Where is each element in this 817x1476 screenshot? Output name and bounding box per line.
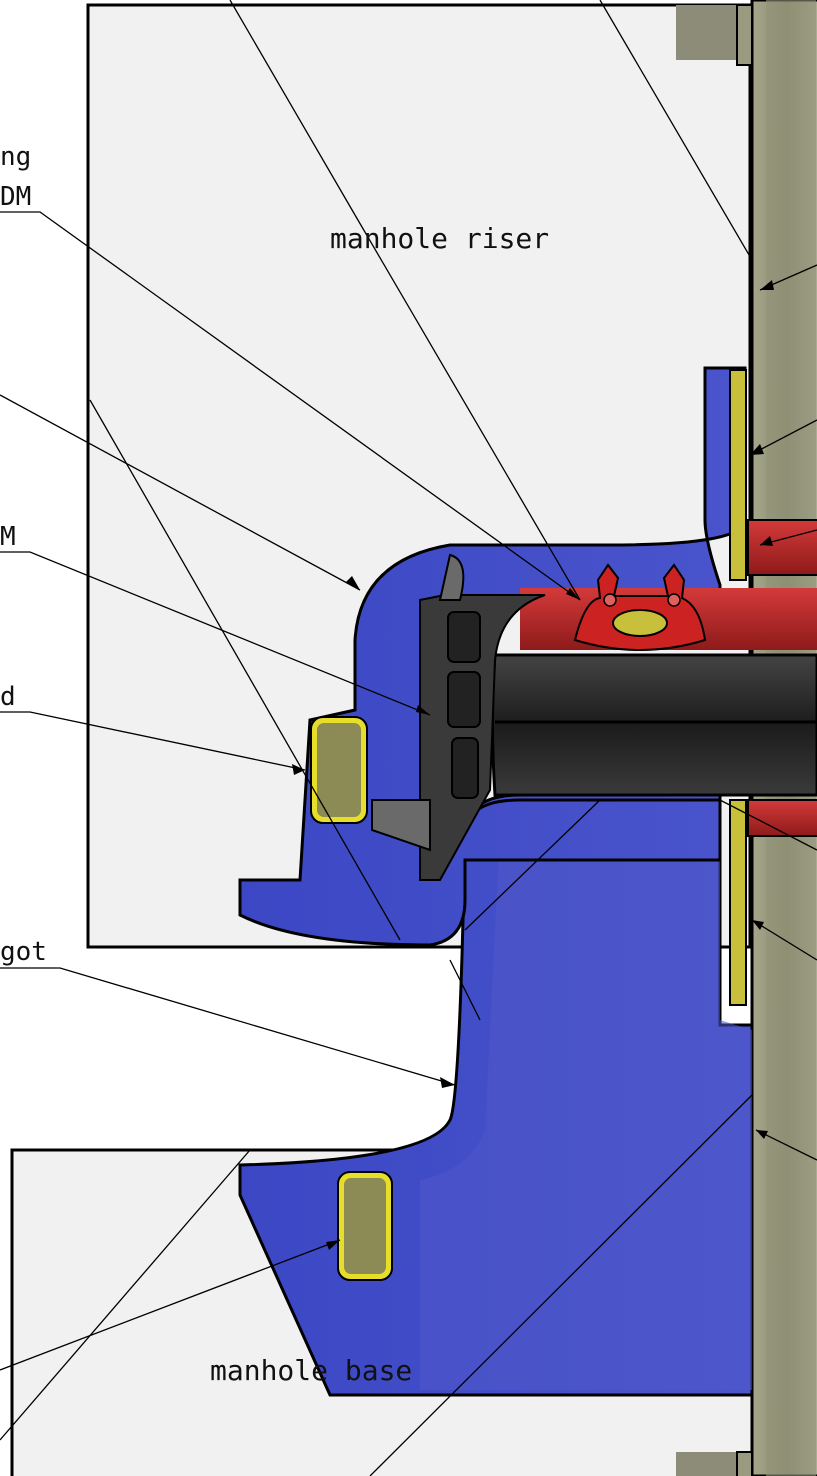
rebar-upper bbox=[311, 717, 367, 823]
red-washer-lower bbox=[747, 799, 817, 837]
rebar-lower-outline bbox=[337, 1171, 393, 1281]
gasket-slot-2 bbox=[447, 671, 481, 728]
pipe-wall-strip bbox=[736, 4, 753, 66]
label-top-left-1: ng bbox=[0, 142, 31, 172]
gasket-body bbox=[419, 594, 546, 881]
label-mid-left-2: d bbox=[0, 682, 16, 712]
gasket-slot-3 bbox=[451, 737, 479, 799]
red-seal-profile bbox=[573, 563, 707, 651]
label-top-left-2: DM bbox=[0, 182, 31, 212]
rebar-lower bbox=[338, 1172, 392, 1280]
rebar-upper-outline bbox=[310, 716, 368, 824]
pipe-wall-strip-bottom bbox=[736, 1451, 753, 1476]
gasket-lip bbox=[371, 799, 431, 852]
red-seal-hole-left bbox=[603, 593, 617, 607]
label-mid-left-1: M bbox=[0, 522, 16, 552]
label-manhole-riser: manhole riser bbox=[330, 222, 549, 255]
yellow-insert-lower bbox=[729, 799, 747, 1006]
red-seal-hole-right bbox=[667, 593, 681, 607]
top-grey-block bbox=[676, 5, 738, 60]
red-seal-core bbox=[612, 609, 668, 637]
gasket-fin bbox=[438, 553, 465, 601]
gasket-slot-1 bbox=[447, 611, 481, 663]
arrow-heads bbox=[292, 280, 774, 1250]
red-washer-upper bbox=[747, 519, 817, 576]
black-pipe bbox=[491, 653, 817, 797]
label-spigot: got bbox=[0, 937, 47, 967]
label-manhole-base: manhole base bbox=[210, 1354, 412, 1387]
spigot-shading bbox=[420, 830, 752, 1390]
bottom-grey-block bbox=[676, 1452, 738, 1476]
yellow-insert-upper bbox=[729, 369, 747, 581]
